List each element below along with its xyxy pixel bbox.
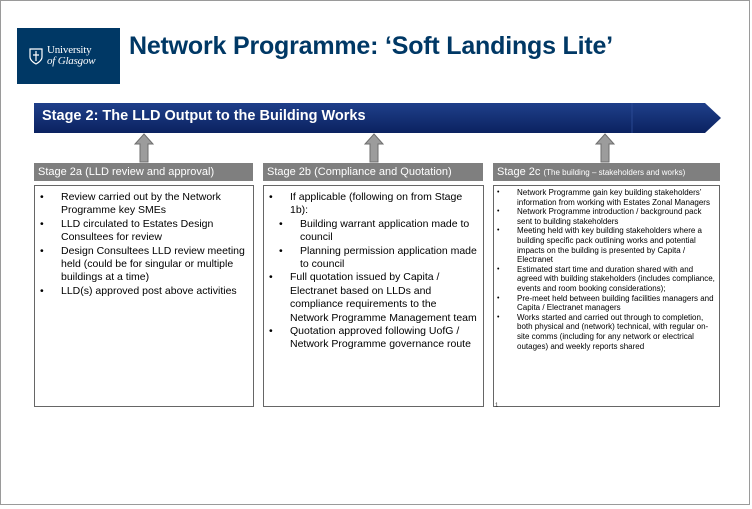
stage-2b-box: •If applicable (following on from Stage … <box>263 185 484 407</box>
sub-list-item: •Building warrant application made to co… <box>279 217 470 244</box>
bullet-icon: • <box>269 191 273 203</box>
university-logo: University of Glasgow <box>17 28 120 84</box>
list-item: •LLD circulated to Estates Design Consul… <box>40 217 214 244</box>
bullet-icon: • <box>497 189 500 196</box>
up-arrow-icon <box>595 133 615 163</box>
up-arrow-icon <box>134 133 154 163</box>
sub-list-container: •Building warrant application made to co… <box>269 218 477 272</box>
list-item: •Design Consultees LLD review meeting he… <box>40 244 245 284</box>
stage-2b-list: •If applicable (following on from Stage … <box>269 191 477 352</box>
stage-banner-label: Stage 2: The LLD Output to the Building … <box>42 108 366 124</box>
stage-2a-box: •Review carried out by the Network Progr… <box>34 185 254 407</box>
stage-2b-header: Stage 2b (Compliance and Quotation) <box>263 163 483 181</box>
stage-2c-header: Stage 2c (The building – stakeholders an… <box>493 163 720 181</box>
stage-banner-arrow <box>34 103 721 133</box>
logo-line-1: University <box>47 44 92 56</box>
list-item: •LLD(s) approved post above activities <box>40 284 237 297</box>
stage-2c-list: •Network Programme gain key building sta… <box>497 188 715 351</box>
list-item: •Network Programme gain key building sta… <box>497 188 710 207</box>
bullet-icon: • <box>40 284 44 297</box>
sub-bullet-icon: • <box>279 217 283 230</box>
bullet-icon: • <box>497 313 500 321</box>
list-item: •If applicable (following on from Stage … <box>269 191 463 217</box>
bullet-icon: • <box>40 191 44 203</box>
bullet-icon: • <box>497 294 500 302</box>
stage-2c-box: •Network Programme gain key building sta… <box>493 185 720 407</box>
stage-2b-sub-list: •Building warrant application made to co… <box>269 218 477 272</box>
stage-2a-header: Stage 2a (LLD review and approval) <box>34 163 253 181</box>
list-item: •Full quotation issued by Capita / Elect… <box>269 271 477 324</box>
list-item: •Estimated start time and duration share… <box>497 264 715 293</box>
list-item: •Network Programme introduction / backgr… <box>497 207 702 226</box>
stage-2c-header-small: (The building – stakeholders and works) <box>543 168 686 177</box>
list-item: •Quotation approved following UofG / Net… <box>269 325 471 351</box>
bullet-icon: • <box>497 227 500 235</box>
logo-line-2: of Glasgow <box>47 55 96 67</box>
sub-list-item: •Planning permission application made to… <box>279 244 477 271</box>
bullet-icon: • <box>269 271 273 284</box>
page-title: Network Programme: ‘Soft Landings Lite’ <box>129 32 613 60</box>
bullet-icon: • <box>497 208 500 216</box>
stray-mark: 1 <box>495 403 499 409</box>
up-arrow-icon <box>364 133 384 163</box>
list-item: •Review carried out by the Network Progr… <box>40 191 221 217</box>
bullet-icon: • <box>40 244 44 257</box>
list-item: •Pre-meet held between building faciliti… <box>497 293 714 313</box>
university-crest-icon <box>29 47 43 65</box>
list-item: •Works started and carried out through t… <box>497 312 709 351</box>
stage-2c-header-main: Stage 2c <box>497 166 544 178</box>
bullet-icon: • <box>497 265 500 273</box>
sub-bullet-icon: • <box>279 244 283 257</box>
list-item: •Meeting held with key building stakehol… <box>497 226 702 265</box>
bullet-icon: • <box>269 325 273 338</box>
stage-2a-list: •Review carried out by the Network Progr… <box>40 191 247 298</box>
bullet-icon: • <box>40 217 44 230</box>
